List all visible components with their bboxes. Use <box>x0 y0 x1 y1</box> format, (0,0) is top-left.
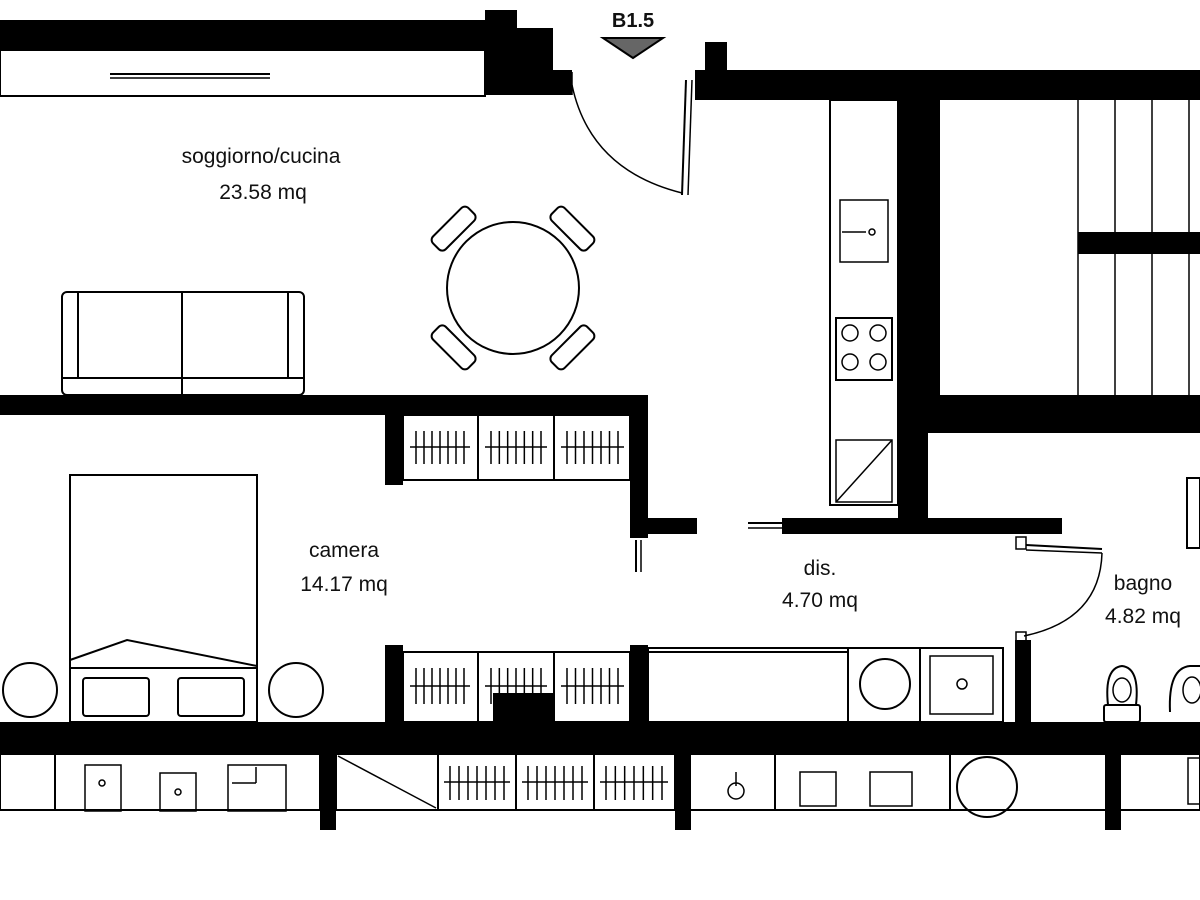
nightstand-right <box>268 662 324 718</box>
room-name-camera: camera <box>309 539 379 562</box>
wall-living-bedroom <box>0 395 648 415</box>
wall-wardrobe-right <box>630 410 648 538</box>
wall-bath-left <box>1015 640 1031 728</box>
wall-top-left-pier <box>485 10 517 95</box>
entrance-marker <box>599 37 667 60</box>
sofa <box>61 291 305 396</box>
bed <box>69 474 258 723</box>
partition-2 <box>675 750 691 830</box>
entrance: B1.5 <box>571 10 693 196</box>
partition-3 <box>1105 750 1121 830</box>
wall-lower-wardrobe-right <box>630 645 648 725</box>
walls <box>0 10 1200 830</box>
wall-stair-right <box>928 90 940 400</box>
wall-stair-left <box>898 90 928 525</box>
stair-landing-wall <box>1078 232 1200 254</box>
wall-stair-bottom <box>928 395 1200 433</box>
wall-wardrobe-left <box>385 410 403 485</box>
wall-top-left-step <box>515 28 553 95</box>
sink-1 <box>84 764 122 812</box>
entrance-door-swing <box>571 84 683 194</box>
wardrobe-hangers <box>415 431 663 800</box>
living-furniture <box>61 99 899 506</box>
kitchen-sink <box>839 199 889 263</box>
chair <box>549 205 596 252</box>
wall-top-right <box>695 70 1200 100</box>
wall-top-left-jamb <box>550 70 572 95</box>
room-area-camera: 14.17 mq <box>300 573 388 596</box>
entrance-door-leaf <box>681 79 687 196</box>
pillow <box>177 677 245 717</box>
wall-corridor-top <box>782 518 1062 534</box>
room-name-dis: dis. <box>804 557 837 580</box>
unit-code: B1.5 <box>612 10 654 32</box>
wall-lower-niche <box>493 693 553 725</box>
entrance-door-leaf-2 <box>687 79 693 196</box>
wall-lower-wardrobe-left <box>385 645 403 725</box>
window-top <box>0 49 486 97</box>
room-area-soggiorno: 23.58 mq <box>219 181 307 204</box>
partition-1 <box>320 750 336 830</box>
staircase <box>1077 100 1190 395</box>
bottom-strip <box>0 753 1200 818</box>
pillow <box>82 677 150 717</box>
bedroom-door <box>635 522 782 572</box>
wall-bottom <box>0 722 1200 754</box>
sink-4 <box>799 771 837 807</box>
wall-corridor-stub <box>645 518 697 534</box>
sink-5 <box>869 771 913 807</box>
room-area-dis: 4.70 mq <box>782 589 858 612</box>
nightstand-left <box>2 662 58 718</box>
bathroom-fixtures <box>1103 477 1200 723</box>
fridge <box>835 439 893 503</box>
wall-top-left <box>0 20 490 50</box>
sink-3 <box>227 764 287 812</box>
chair <box>549 324 596 371</box>
dining-table <box>430 205 596 371</box>
sink-2 <box>159 772 197 812</box>
bidet <box>1103 664 1141 723</box>
utility-sink <box>919 647 1004 723</box>
plug <box>727 782 745 800</box>
cooktop <box>835 317 893 381</box>
bath-cabinet <box>1186 477 1200 549</box>
toilet <box>1168 665 1200 713</box>
chair <box>430 324 477 371</box>
room-name-soggiorno: soggiorno/cucina <box>182 145 341 168</box>
room-area-bagno: 4.82 mq <box>1105 605 1181 628</box>
kitchen-counter <box>829 99 899 506</box>
room-name-bagno: bagno <box>1114 572 1172 595</box>
round-basin <box>956 756 1018 818</box>
room-labels: soggiorno/cucina 23.58 mq camera 14.17 m… <box>182 145 1181 628</box>
chair <box>430 205 477 252</box>
corridor-units <box>647 647 1004 723</box>
bathroom-door <box>1015 536 1103 643</box>
